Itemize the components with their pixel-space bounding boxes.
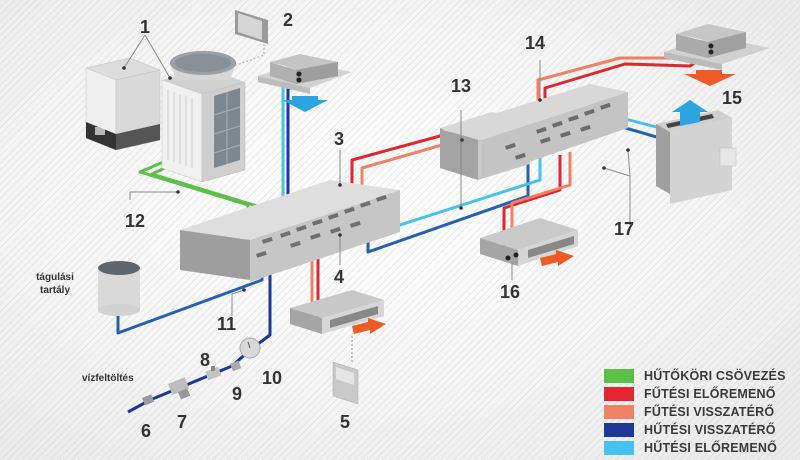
callout-17: 17 — [614, 219, 634, 239]
fan-coil-unit-17 — [656, 100, 737, 204]
legend-item-cooling-return: HŰTÉSI VISSZATÉRŐ — [604, 421, 786, 439]
legend-item-heating-return: FŰTÉSI VISSZATÉRŐ — [604, 403, 786, 421]
callout-9: 9 — [232, 384, 242, 404]
legend-swatch — [604, 423, 634, 437]
legend: HŰTŐKÖRI CSÖVEZÉS FŰTÉSI ELŐREMENŐ FŰTÉS… — [604, 367, 786, 457]
legend-swatch — [604, 369, 634, 383]
callout-15: 15 — [722, 88, 742, 108]
cassette-unit-15 — [664, 24, 770, 86]
ducted-unit-16 — [480, 218, 578, 266]
callout-14: 14 — [525, 33, 545, 53]
warm-air-arrow-icon — [540, 250, 574, 266]
warm-air-arrow-icon — [684, 70, 736, 86]
cool-air-arrow-icon — [672, 100, 708, 126]
wall-controller-top — [227, 10, 268, 69]
callout-11: 11 — [217, 314, 236, 334]
valve-stubs-3 — [256, 194, 387, 258]
legend-item-heating-flow: FŰTÉSI ELŐREMENŐ — [604, 385, 786, 403]
callout-numbers: 1 2 3 4 5 6 7 8 9 10 11 12 13 14 15 16 1… — [125, 10, 742, 441]
legend-item-refrigerant: HŰTŐKÖRI CSÖVEZÉS — [604, 367, 786, 385]
callout-16: 16 — [500, 282, 520, 302]
callout-13: 13 — [451, 76, 471, 96]
callout-8: 8 — [200, 350, 210, 370]
callout-12: 12 — [125, 211, 145, 231]
legend-label: HŰTÉSI VISSZATÉRŐ — [644, 423, 776, 437]
cassette-unit-2 — [258, 54, 352, 112]
callout-5: 5 — [340, 412, 350, 432]
callout-10: 10 — [262, 368, 282, 388]
outdoor-unit — [161, 51, 246, 183]
hydro-unit — [85, 57, 161, 151]
water-fill-label: vízfeltöltés — [82, 373, 134, 384]
callout-3: 3 — [334, 129, 344, 149]
callout-1: 1 — [140, 17, 150, 37]
expansion-tank — [98, 261, 140, 316]
leader-lines — [123, 34, 631, 316]
legend-swatch — [604, 387, 634, 401]
expansion-tank-label-line2: tartály — [40, 285, 70, 296]
legend-label: FŰTÉSI ELŐREMENŐ — [644, 387, 776, 401]
legend-item-cooling-flow: HŰTÉSI ELŐREMENŐ — [604, 439, 786, 457]
legend-label: HŰTÉSI ELŐREMENŐ — [644, 441, 778, 455]
water-fill-fittings — [142, 337, 261, 406]
legend-swatch — [604, 405, 634, 419]
distribution-box-3 — [180, 180, 400, 282]
warm-air-arrow-icon — [352, 318, 386, 334]
wall-controller-5 — [332, 361, 359, 405]
callout-7: 7 — [177, 412, 187, 432]
cool-air-arrow-icon — [282, 96, 328, 112]
legend-swatch — [604, 441, 634, 455]
callout-6: 6 — [141, 421, 151, 441]
ducted-unit-4 — [290, 290, 386, 362]
callout-4: 4 — [334, 267, 344, 287]
legend-label: FŰTÉSI VISSZATÉRŐ — [644, 405, 775, 419]
manifold-box-14 — [442, 84, 628, 178]
callout-2: 2 — [283, 10, 293, 30]
legend-label: HŰTŐKÖRI CSÖVEZÉS — [644, 369, 786, 383]
expansion-tank-label-line1: tágulási — [36, 272, 74, 283]
